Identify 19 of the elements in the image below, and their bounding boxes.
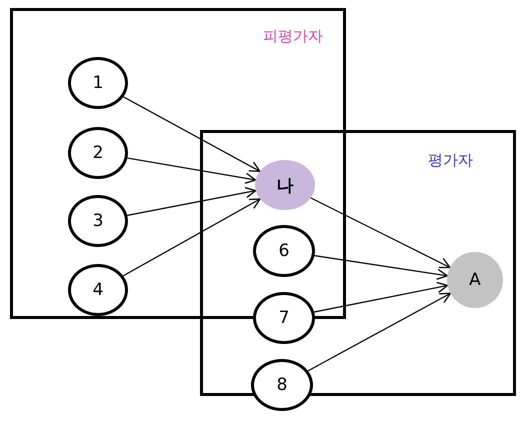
arrow bbox=[127, 157, 256, 184]
node-circle: A bbox=[447, 252, 503, 308]
arrow bbox=[122, 198, 261, 276]
node-circle: 나 bbox=[255, 160, 315, 210]
group-label: 평가자 bbox=[428, 151, 473, 170]
node-circle: 4 bbox=[68, 264, 128, 316]
node-circle: 8 bbox=[251, 359, 313, 411]
node-circle: 3 bbox=[68, 195, 128, 247]
arrow bbox=[310, 197, 451, 268]
group-label: 피평가자 bbox=[263, 27, 323, 46]
node-circle: 6 bbox=[253, 225, 315, 277]
arrow bbox=[314, 282, 448, 313]
node-circle: 7 bbox=[253, 292, 315, 344]
arrow bbox=[123, 96, 261, 172]
arrow bbox=[314, 255, 448, 280]
arrow bbox=[308, 292, 452, 372]
node-circle: 1 bbox=[68, 57, 128, 109]
node-circle: 2 bbox=[68, 127, 128, 179]
arrow bbox=[127, 186, 256, 216]
